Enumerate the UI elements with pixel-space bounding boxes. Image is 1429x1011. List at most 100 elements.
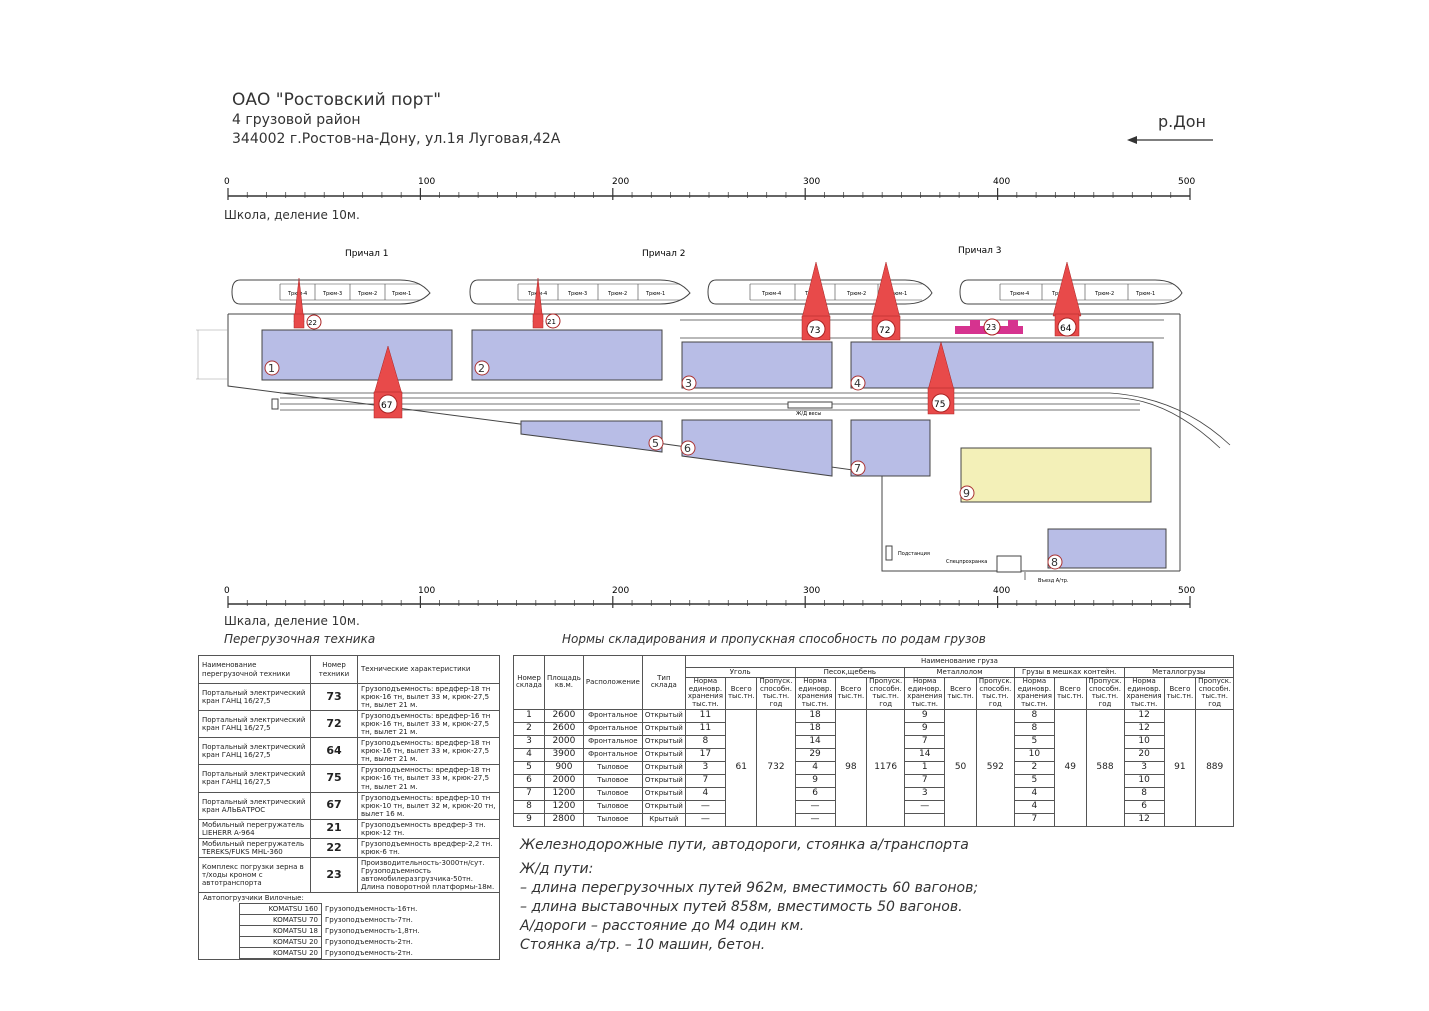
crane-72: 72 <box>871 261 901 341</box>
district-title: 4 грузовой район <box>232 112 361 128</box>
notes-line: А/дороги – расстояние до М4 один км. <box>520 918 805 934</box>
warehouse-2 <box>471 329 663 381</box>
svg-text:300: 300 <box>803 586 820 596</box>
substation-label: Подстанция <box>898 551 930 557</box>
scale-label-bottom: Шкала, деление 10м. <box>224 614 360 628</box>
berth-2-label: Причал 2 <box>642 249 686 259</box>
svg-text:Трюм-4: Трюм-4 <box>1009 291 1029 297</box>
svg-text:0: 0 <box>224 586 230 596</box>
berth-1-label: Причал 1 <box>345 249 389 259</box>
warehouse-8-number: 8 <box>1051 556 1058 569</box>
crane-73: 73 <box>801 261 831 341</box>
warehouse-6-number: 6 <box>684 442 691 455</box>
svg-text:Трюм-1: Трюм-1 <box>391 291 411 297</box>
equipment-row: Портальный электрический кран ГАНЦ 16/27… <box>198 737 500 766</box>
svg-text:Трюм-2: Трюм-2 <box>607 291 627 297</box>
svg-text:73: 73 <box>809 326 820 336</box>
infrastructure-notes: Железнодорожные пути, автодороги, стоянк… <box>520 836 978 955</box>
ship-1: Трюм-4 Трюм-3 Трюм-2 Трюм-1 <box>231 279 431 305</box>
warehouse-1-number: 1 <box>268 362 275 375</box>
loaders-title: Автопогрузчики Вилочные: <box>203 894 304 903</box>
warehouse-8 <box>1047 528 1167 569</box>
special-building-label: Спецпрохранка <box>946 559 987 565</box>
svg-text:200: 200 <box>612 586 629 596</box>
river-flow-arrow <box>1127 136 1213 144</box>
exit-label: Въезд А/тр. <box>1038 578 1069 584</box>
warehouse-3-number: 3 <box>685 377 692 390</box>
crane-22: 22 <box>293 277 322 330</box>
warehouse-1 <box>261 329 453 381</box>
rail-scales-label: Ж/Д весы <box>796 411 821 417</box>
svg-text:Трюм-1: Трюм-1 <box>1135 291 1155 297</box>
norms-title: Нормы складирования и пропускная способн… <box>562 632 986 646</box>
scale-tick-200: 200 <box>612 177 629 187</box>
svg-text:Трюм-2: Трюм-2 <box>1094 291 1114 297</box>
notes-line: – длина перегрузочных путей 962м, вмести… <box>520 880 979 896</box>
notes-line: Стоянка а/тр. – 10 машин, бетон. <box>520 937 766 953</box>
crane-75: 75 <box>927 341 955 415</box>
svg-text:500: 500 <box>1178 586 1195 596</box>
svg-text:23: 23 <box>986 323 996 332</box>
equipment-row: Портальный электрический кран ГАНЦ 16/27… <box>198 710 500 739</box>
svg-text:75: 75 <box>934 400 945 410</box>
organization-title: ОАО "Ростовский порт" <box>232 90 442 110</box>
svg-text:21: 21 <box>547 318 556 326</box>
warehouse-2-number: 2 <box>478 362 485 375</box>
scale-tick-100: 100 <box>418 177 435 187</box>
warehouse-4-number: 4 <box>854 377 861 390</box>
svg-text:Трюм-3: Трюм-3 <box>322 291 342 297</box>
address: 344002 г.Ростов-на-Дону, ул.1я Луговая,4… <box>232 131 561 147</box>
warehouse-7-number: 7 <box>854 462 861 475</box>
rail-scales <box>787 401 833 409</box>
scale-tick-0: 0 <box>224 177 230 187</box>
norms-table: Номер склада Площадь кв.м. Расположение … <box>513 655 1235 827</box>
crane-64: 64 <box>1052 261 1082 337</box>
svg-text:Трюм-2: Трюм-2 <box>846 291 866 297</box>
svg-text:Трюм-3: Трюм-3 <box>567 291 587 297</box>
svg-text:Трюм-1: Трюм-1 <box>887 291 907 297</box>
warehouse-6 <box>681 419 833 477</box>
svg-text:64: 64 <box>1060 324 1072 334</box>
scale-tick-500: 500 <box>1178 177 1195 187</box>
warehouse-4 <box>850 341 1154 389</box>
crane-67: 67 <box>373 345 403 419</box>
svg-text:22: 22 <box>308 319 317 327</box>
equipment-row: Портальный электрический кран ГАНЦ 16/27… <box>198 764 500 793</box>
svg-text:72: 72 <box>879 326 890 336</box>
svg-text:400: 400 <box>993 586 1010 596</box>
port-site-plan: Причал 1 Причал 2 Причал 3 Трюм-4 Трюм-3… <box>196 246 1231 584</box>
equipment-row: Мобильный перегружатель TEREKS/FUKS MHL-… <box>198 837 500 858</box>
equipment-table: Наименование перегрузочной техники Номер… <box>198 655 500 961</box>
substation <box>885 545 893 561</box>
special-building <box>996 555 1022 573</box>
notes-line: – длина выставочных путей 858м, вместимо… <box>520 899 963 915</box>
crane-23: 23 <box>983 318 1001 336</box>
berth-3-label: Причал 3 <box>958 246 1002 256</box>
warehouse-9-number: 9 <box>963 487 970 500</box>
svg-text:Трюм-2: Трюм-2 <box>357 291 377 297</box>
equipment-row: Комплекс погрузки зерна в т/ходы кроном … <box>198 856 500 894</box>
ship-2: Трюм-4 Трюм-3 Трюм-2 Трюм-1 <box>469 279 691 305</box>
scale-tick-400: 400 <box>993 177 1010 187</box>
bottom-scale: 0 100 200 300 400 500 <box>224 586 1195 608</box>
warehouse-5-number: 5 <box>652 437 659 450</box>
river-label: р.Дон <box>1158 112 1206 131</box>
equipment-title: Перегрузочная техника <box>224 632 376 646</box>
warehouse-5 <box>520 420 663 453</box>
warehouse-3 <box>681 341 833 389</box>
equipment-row: Портальный электрический кран ГАНЦ 16/27… <box>198 682 500 712</box>
scale-label-top: Школа, деление 10м. <box>224 208 360 222</box>
svg-text:67: 67 <box>381 401 392 411</box>
svg-text:Трюм-1: Трюм-1 <box>645 291 665 297</box>
top-scale: 0 100 200 300 400 500 <box>224 177 1195 200</box>
svg-text:Трюм-4: Трюм-4 <box>761 291 781 297</box>
notes-line: Ж/д пути: <box>520 861 594 877</box>
warehouse-9-covered <box>960 447 1152 503</box>
crane-21: 21 <box>532 277 561 329</box>
